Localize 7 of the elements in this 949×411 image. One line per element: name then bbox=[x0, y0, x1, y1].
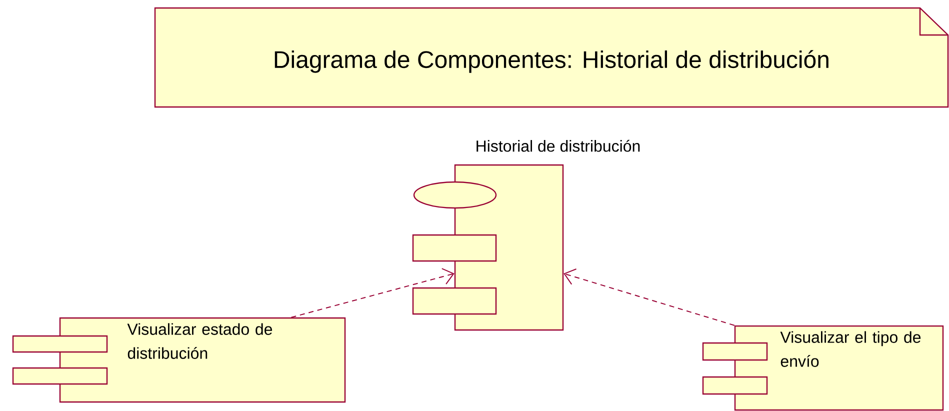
node-label: Historial de distribución bbox=[476, 140, 640, 152]
component-box: Historial de distribución bbox=[412, 140, 640, 331]
note-box: Diagrama de Componentes: Historial de distribución bbox=[154, 7, 949, 108]
dependency-arrow bbox=[564, 268, 735, 326]
dependency-arrow bbox=[290, 268, 454, 318]
component-box: Visualizar estado de distribución bbox=[12, 317, 346, 403]
component-box: Visualizar el tipo de envío bbox=[702, 325, 944, 411]
